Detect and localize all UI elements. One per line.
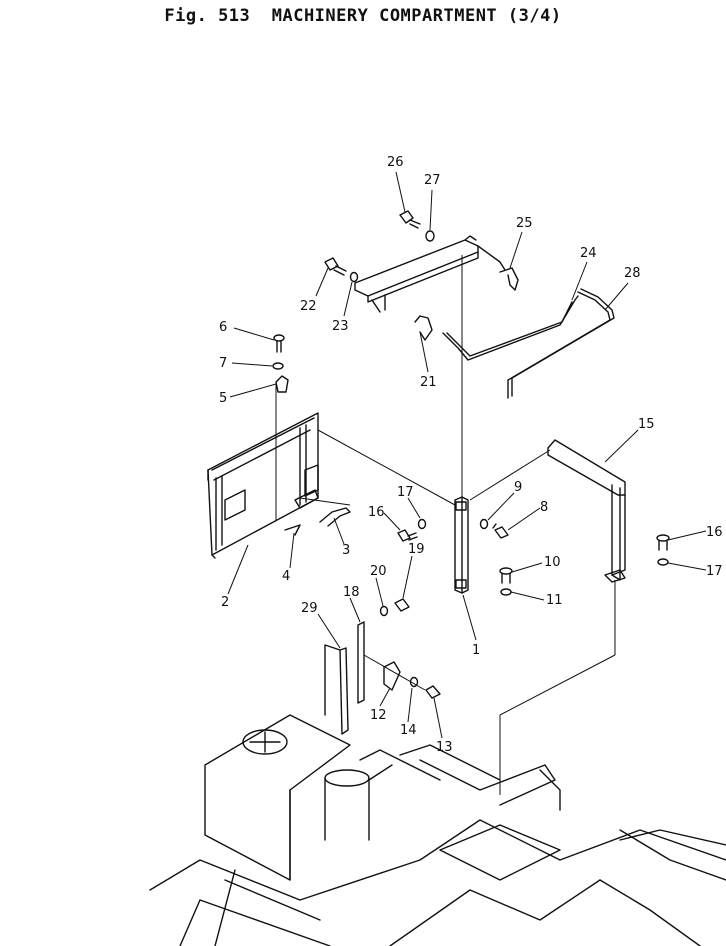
bar-18 [357, 621, 365, 704]
callout-13: 13 [436, 740, 453, 755]
washer-7 [272, 362, 284, 370]
callout-27: 27 [424, 173, 441, 188]
bolt-16-right [656, 534, 670, 551]
callout-4: 4 [282, 569, 290, 584]
callout-10: 10 [544, 555, 561, 570]
callout-16-left: 16 [368, 505, 385, 520]
callout-17-right: 17 [706, 564, 723, 579]
callout-18: 18 [343, 585, 360, 600]
washer-17-left [417, 518, 427, 530]
callout-17-left: 17 [397, 485, 414, 500]
callout-12: 12 [370, 708, 387, 723]
frame-15 [547, 439, 626, 583]
callout-7: 7 [219, 356, 227, 371]
washer-20 [379, 605, 389, 617]
callout-24: 24 [580, 246, 597, 261]
tank [204, 714, 351, 881]
callout-16-right: 16 [706, 525, 723, 540]
bracket-12 [383, 661, 401, 691]
washer-23 [349, 271, 359, 283]
rod-24 [442, 295, 579, 361]
callout-15: 15 [638, 417, 655, 432]
washer-27 [425, 230, 435, 242]
callout-9: 9 [514, 480, 522, 495]
bolt-13 [425, 685, 441, 699]
callout-21: 21 [420, 375, 437, 390]
rod-28 [507, 288, 615, 399]
clip-25 [499, 267, 519, 291]
cover-plate-2 [207, 412, 319, 559]
callout-8: 8 [540, 500, 548, 515]
washer-9 [479, 518, 489, 530]
callout-5: 5 [219, 391, 227, 406]
clip-21 [414, 315, 433, 341]
washer-11 [500, 588, 512, 596]
bolt-8 [492, 523, 509, 539]
callout-20: 20 [370, 564, 387, 579]
callout-22: 22 [300, 299, 317, 314]
callout-2: 2 [221, 595, 229, 610]
figure-title: Fig. 513 MACHINERY COMPARTMENT (3/4) [164, 6, 562, 26]
clip-3 [319, 507, 351, 527]
bracket-5 [275, 375, 289, 393]
callout-3: 3 [342, 543, 350, 558]
callout-1: 1 [472, 643, 480, 658]
callout-23: 23 [332, 319, 349, 334]
bolt-10 [499, 567, 513, 584]
bolt-19 [394, 598, 410, 612]
washer-17-right [657, 558, 669, 566]
bolt-16-left [397, 529, 418, 542]
pin-4 [284, 524, 301, 536]
callout-6: 6 [219, 320, 227, 335]
bolt-6 [273, 334, 285, 353]
callout-25: 25 [516, 216, 533, 231]
callout-29: 29 [301, 601, 318, 616]
bolt-22 [324, 257, 347, 276]
callout-labels: 26 27 25 24 28 22 23 21 6 7 5 15 17 9 8 … [219, 155, 723, 755]
leader-lines [227, 171, 707, 739]
top-bracket [354, 235, 506, 313]
callout-28: 28 [624, 266, 641, 281]
chassis-frame [149, 744, 726, 946]
callout-14: 14 [400, 723, 417, 738]
callout-11: 11 [546, 593, 563, 608]
bolt-26 [399, 210, 421, 229]
filler-neck [324, 764, 393, 841]
panel-29 [324, 644, 349, 735]
bracket-1 [454, 496, 469, 594]
callout-26: 26 [387, 155, 404, 170]
callout-19: 19 [408, 542, 425, 557]
